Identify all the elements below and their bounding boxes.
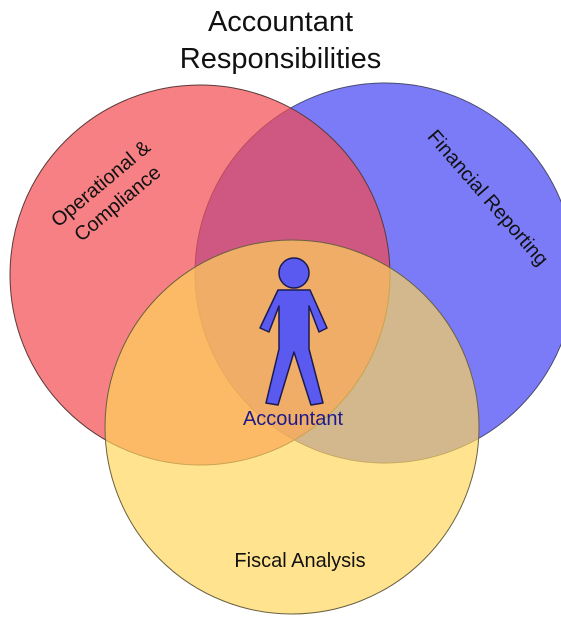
- diagram-title: Accountant Responsibilities: [0, 4, 561, 78]
- person-icon: [259, 257, 328, 406]
- fiscal-analysis-circle: [104, 239, 480, 615]
- person-head: [278, 257, 310, 289]
- person-body: [259, 289, 328, 406]
- accountant-label: Accountant: [243, 408, 344, 430]
- title-line-1: Accountant: [207, 6, 354, 38]
- fiscal-analysis-label: Fiscal Analysis: [234, 550, 365, 572]
- title-line-2: Responsibilities: [179, 43, 382, 75]
